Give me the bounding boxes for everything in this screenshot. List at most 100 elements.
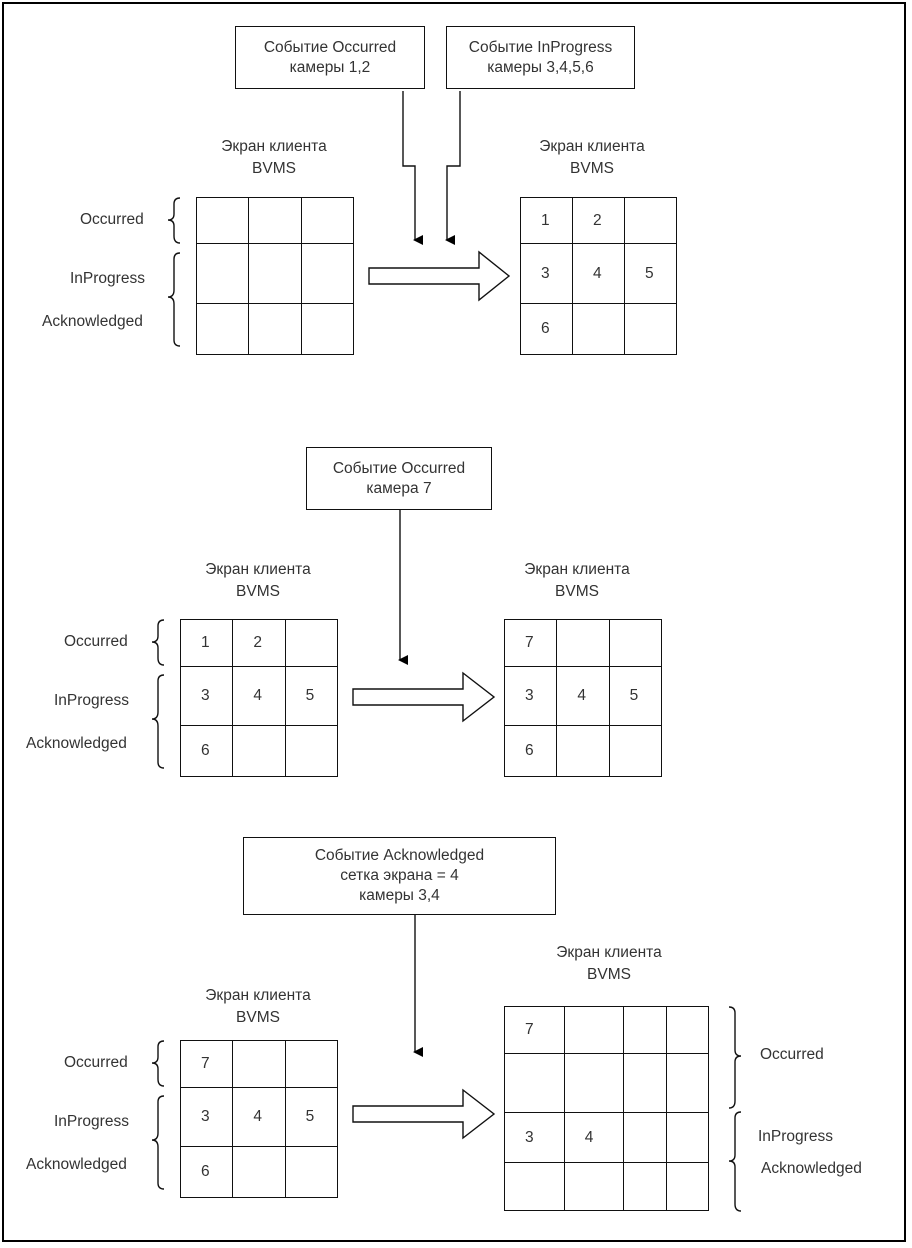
grid-cell: 4: [232, 1087, 286, 1147]
screen-title-line: BVMS: [555, 583, 599, 600]
grid-cell: [623, 1162, 667, 1211]
screen-title-line: BVMS: [587, 966, 631, 983]
screen-title-line: BVMS: [252, 160, 296, 177]
event-line: камеры 3,4,5,6: [487, 58, 594, 76]
screen-title-line: Экран клиента: [205, 561, 311, 578]
grid-cell: 6: [520, 303, 573, 355]
grid-cell: 5: [284, 666, 339, 726]
grid-cell: 6: [179, 1146, 234, 1198]
label-inprogress: InProgress: [54, 692, 129, 709]
grid-cell: [504, 1162, 565, 1211]
screen-title-line: Экран клиента: [221, 138, 327, 155]
screen-grid-before: [195, 197, 355, 355]
grid-cell: [300, 303, 355, 355]
grid-cell: 3: [179, 1087, 234, 1147]
grid-cell: 7: [179, 1040, 234, 1088]
grid-cell: [232, 1040, 286, 1088]
event-line: Событие Acknowledged: [314, 847, 485, 864]
grid-cell: [248, 303, 302, 355]
screen-title-line: Экран клиента: [539, 138, 645, 155]
grid-cell: [300, 243, 355, 304]
screen-title-line: BVMS: [236, 583, 280, 600]
grid-cell: [563, 1162, 625, 1211]
grid-cell: [284, 725, 339, 777]
grid-cell: 4: [232, 666, 286, 726]
event-box-occurred-cams-1-2: Событие Occurred камеры 1,2: [235, 26, 425, 89]
grid-cell: [665, 1053, 710, 1113]
screen-title-line: Экран клиента: [556, 944, 662, 961]
screen-title-before: Экран клиента BVMS: [168, 559, 348, 603]
label-occurred: Occurred: [760, 1046, 824, 1063]
grid-cell: 6: [179, 725, 234, 777]
screen-title-after: Экран клиента BVMS: [519, 942, 699, 986]
grid-cell: [195, 197, 250, 244]
label-occurred: Occurred: [64, 1054, 128, 1071]
event-line: камеры 3,4: [359, 887, 440, 904]
screen-title-line: BVMS: [236, 1009, 280, 1026]
grid-cell: 2: [572, 197, 625, 244]
label-inprogress: InProgress: [70, 270, 145, 287]
grid-cell: 3: [504, 1112, 565, 1163]
grid-cell: [608, 619, 663, 667]
grid-cell: [232, 1146, 286, 1198]
label-acknowledged: Acknowledged: [42, 313, 143, 330]
grid-cell: 2: [232, 619, 286, 667]
label-occurred: Occurred: [80, 211, 144, 228]
event-line: камеры 1,2: [289, 58, 371, 76]
label-acknowledged: Acknowledged: [26, 1156, 127, 1173]
grid-cell: 5: [624, 243, 677, 304]
grid-cell: [284, 619, 339, 667]
event-box-inprogress-cams-3-6: Событие InProgress камеры 3,4,5,6: [446, 26, 635, 89]
grid-cell: 7: [503, 619, 558, 667]
grid-cell: [665, 1006, 710, 1054]
label-acknowledged: Acknowledged: [26, 735, 127, 752]
grid-cell: 3: [503, 666, 558, 726]
grid-cell: [623, 1053, 667, 1113]
grid-cell: 5: [608, 666, 663, 726]
screen-title-after: Экран клиента BVMS: [502, 136, 682, 180]
grid-cell: 1: [520, 197, 573, 244]
grid-cell: [284, 1146, 339, 1198]
grid-cell: [300, 197, 355, 244]
label-occurred: Occurred: [64, 633, 128, 650]
grid-cell: [563, 1053, 625, 1113]
grid-cell: [623, 1006, 667, 1054]
grid-cell: [284, 1040, 339, 1088]
screen-title-before: Экран клиента BVMS: [184, 136, 364, 180]
event-line: сетка экрана = 4: [340, 867, 459, 884]
grid-cell: [608, 725, 663, 777]
event-line: Событие Occurred: [332, 459, 466, 477]
grid-cell: [624, 197, 677, 244]
grid-cell: 1: [179, 619, 234, 667]
event-line: Событие Occurred: [263, 38, 397, 56]
label-inprogress: InProgress: [758, 1128, 833, 1145]
grid-cell: [563, 1006, 625, 1054]
grid-cell: [623, 1112, 667, 1163]
screen-title-line: Экран клиента: [524, 561, 630, 578]
grid-cell: [232, 725, 286, 777]
label-inprogress: InProgress: [54, 1113, 129, 1130]
grid-cell: 6: [503, 725, 558, 777]
screen-title-before: Экран клиента BVMS: [168, 985, 348, 1029]
grid-cell: 4: [556, 666, 610, 726]
grid-cell: [665, 1162, 710, 1211]
grid-cell: 3: [179, 666, 234, 726]
grid-cell: [572, 303, 625, 355]
grid-cell: 4: [563, 1112, 625, 1163]
screen-title-line: BVMS: [570, 160, 614, 177]
event-box-occurred-cam-7: Событие Occurred камера 7: [306, 447, 492, 510]
grid-cell: [195, 243, 250, 304]
grid-cell: 4: [572, 243, 625, 304]
grid-cell: [248, 197, 302, 244]
grid-cell: 5: [284, 1087, 339, 1147]
event-box-acknowledged-grid-4: Событие Acknowledged сетка экрана = 4 ка…: [243, 837, 556, 915]
event-line: Событие InProgress: [468, 38, 613, 56]
grid-cell: [624, 303, 677, 355]
grid-cell: 3: [520, 243, 573, 304]
grid-cell: [248, 243, 302, 304]
grid-cell: 7: [504, 1006, 565, 1054]
